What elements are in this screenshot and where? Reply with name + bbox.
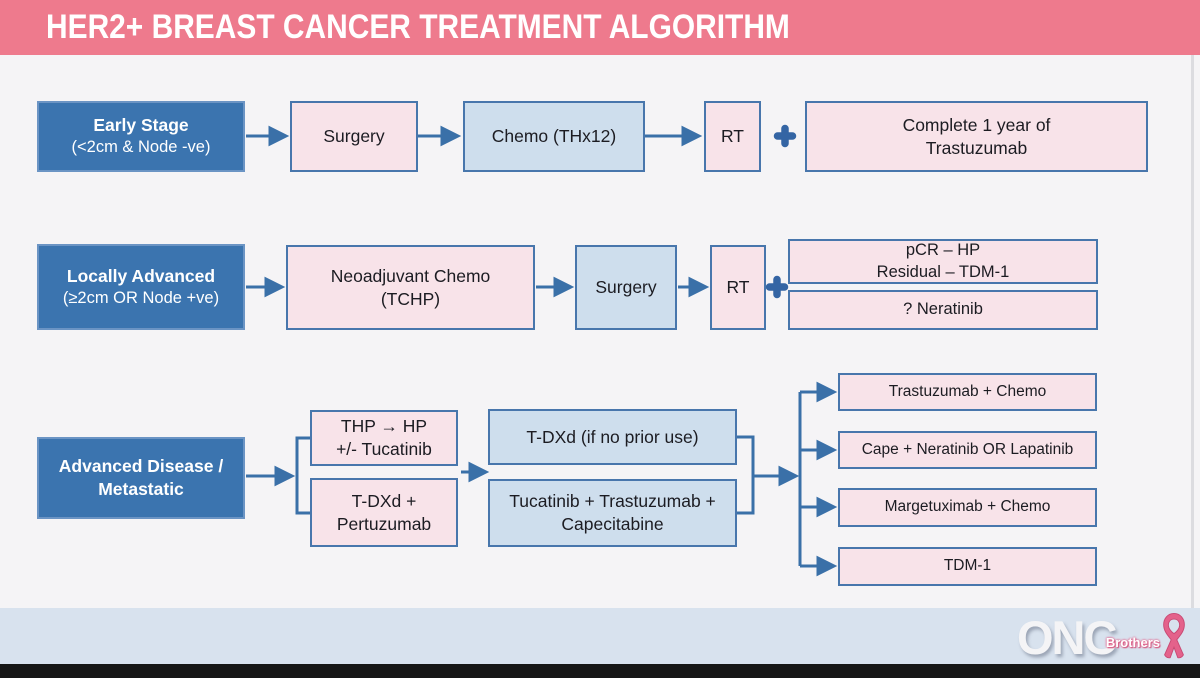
page-title: HER2+ BREAST CANCER TREATMENT ALGORITHM bbox=[46, 8, 790, 46]
header-bar: HER2+ BREAST CANCER TREATMENT ALGORITHM bbox=[0, 0, 1200, 55]
stage-advanced-line2: Metastatic bbox=[98, 479, 184, 499]
bottom-black-bar bbox=[0, 664, 1200, 678]
stage-early-title: Early Stage bbox=[93, 115, 189, 136]
logo-onc-text: ONC bbox=[1017, 611, 1117, 664]
stage-box-early: Early Stage (<2cm & Node -ve) bbox=[37, 101, 245, 172]
box-thp-hp-tucatinib: THP → HP +/- Tucatinib bbox=[310, 410, 458, 466]
thp-line2: +/- Tucatinib bbox=[336, 439, 432, 459]
neoadjuvant-line2: (TCHP) bbox=[380, 288, 441, 309]
tucatinib-combo-line2: Capecitabine bbox=[561, 514, 664, 534]
stage-early-subtitle: (<2cm & Node -ve) bbox=[71, 138, 211, 157]
trastuzumab-year-line1: Complete 1 year of bbox=[902, 114, 1051, 135]
box-surgery-early: Surgery bbox=[290, 101, 418, 172]
pcr-line1: pCR – HP bbox=[905, 241, 981, 260]
tdxd-pert-line1: T-DXd + bbox=[351, 490, 417, 511]
trastuzumab-year-line2: Trastuzumab bbox=[925, 137, 1028, 158]
join-bracket-secondline bbox=[737, 435, 755, 515]
box-margetuximab-chemo: Margetuximab + Chemo bbox=[838, 488, 1097, 527]
plus-icon-row2 bbox=[765, 275, 789, 299]
box-tdxd-no-prior: T-DXd (if no prior use) bbox=[488, 409, 737, 465]
footer-band: ONC Brothers bbox=[0, 608, 1200, 664]
stage-box-locally-advanced: Locally Advanced (≥2cm OR Node +ve) bbox=[37, 244, 245, 330]
content-right-edge bbox=[1191, 55, 1194, 608]
pink-ribbon-icon bbox=[1163, 612, 1185, 659]
box-trastuzumab-chemo: Trastuzumab + Chemo bbox=[838, 373, 1097, 411]
thp-line1: THP → HP bbox=[340, 416, 428, 437]
box-rt-locally: RT bbox=[710, 245, 766, 330]
neoadjuvant-line1: Neoadjuvant Chemo bbox=[330, 265, 491, 286]
box-tucatinib-combo: Tucatinib + Trastuzumab + Capecitabine bbox=[488, 479, 737, 547]
tdxd-pert-line2: Pertuzumab bbox=[336, 513, 432, 534]
tucatinib-combo-line1: Tucatinib + Trastuzumab + bbox=[509, 491, 716, 512]
logo-brothers-text: Brothers bbox=[1105, 635, 1160, 650]
plus-icon-row1 bbox=[773, 124, 797, 148]
box-trastuzumab-year: Complete 1 year of Trastuzumab bbox=[805, 101, 1148, 172]
box-tdxd-pertuzumab: T-DXd + Pertuzumab bbox=[310, 478, 458, 547]
box-rt-early: RT bbox=[704, 101, 761, 172]
box-neoadjuvant-tchp: Neoadjuvant Chemo (TCHP) bbox=[286, 245, 535, 330]
stage-box-advanced-metastatic: Advanced Disease / Metastatic bbox=[37, 437, 245, 519]
split-bracket-firstline bbox=[295, 436, 310, 515]
box-pcr-residual: pCR – HP Residual – TDM-1 bbox=[788, 239, 1098, 284]
box-cape-neratinib-lapatinib: Cape + Neratinib OR Lapatinib bbox=[838, 431, 1097, 469]
box-chemo-thx12: Chemo (THx12) bbox=[463, 101, 645, 172]
box-surgery-locally: Surgery bbox=[575, 245, 677, 330]
box-tdm1: TDM-1 bbox=[838, 547, 1097, 586]
box-neratinib: ? Neratinib bbox=[788, 290, 1098, 330]
stage-locally-title: Locally Advanced bbox=[66, 265, 216, 286]
stage-locally-subtitle: (≥2cm OR Node +ve) bbox=[62, 288, 220, 307]
stage-advanced-line1: Advanced Disease / bbox=[58, 456, 224, 477]
pcr-line2: Residual – TDM-1 bbox=[876, 262, 1010, 281]
onc-brothers-logo: ONC Brothers bbox=[1017, 608, 1192, 664]
